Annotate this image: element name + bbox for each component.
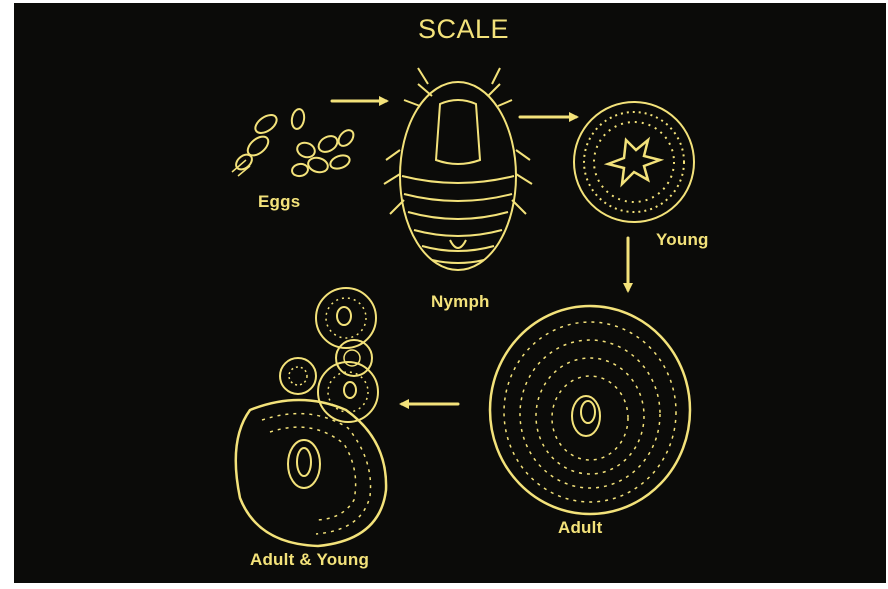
label-young: Young: [656, 230, 709, 250]
label-adult-and-young: Adult & Young: [250, 550, 369, 570]
nymph-illustration: [384, 68, 532, 270]
label-eggs: Eggs: [258, 192, 300, 212]
adult-and-young-illustration: [236, 288, 386, 546]
adult-illustration: [490, 306, 690, 514]
label-adult: Adult: [558, 518, 602, 538]
diagram-title: SCALE: [418, 14, 509, 45]
eggs-illustration: [232, 108, 356, 177]
label-nymph: Nymph: [431, 292, 490, 312]
young-illustration: [574, 102, 694, 222]
